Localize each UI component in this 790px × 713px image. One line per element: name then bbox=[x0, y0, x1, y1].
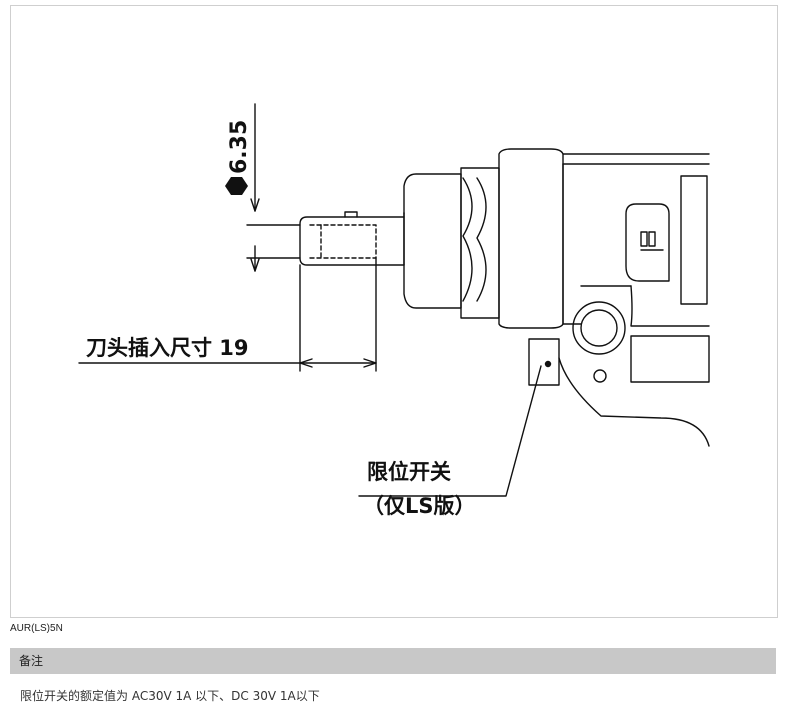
notes-text: 限位开关的额定值为 AC30V 1A 以下、DC 30V 1A以下 bbox=[20, 689, 320, 703]
notes-title: 备注 bbox=[19, 654, 44, 668]
hexagon-icon bbox=[225, 177, 248, 195]
ls-version-label: （仅LS版） bbox=[363, 494, 476, 518]
notes-header: 备注 bbox=[10, 648, 776, 674]
tool-drawing: 6.35 刀头插入尺寸 19 限位开关 （仅LS版） bbox=[78, 103, 710, 518]
motor-housing bbox=[562, 153, 710, 383]
drawing-frame: 6.35 刀头插入尺寸 19 限位开关 （仅LS版） bbox=[10, 5, 778, 618]
switch-leader-line bbox=[358, 365, 542, 497]
bit-shaft bbox=[299, 211, 405, 266]
insert-dimension bbox=[78, 257, 377, 372]
limit-switch-label: 限位开关 bbox=[367, 460, 451, 484]
dimension-label: 6.35 bbox=[227, 120, 252, 174]
model-caption: AUR(LS)5N bbox=[10, 623, 63, 634]
insert-size-label: 刀头插入尺寸 19 bbox=[86, 336, 249, 360]
hex-dimension bbox=[225, 103, 301, 272]
chuck-nut bbox=[403, 148, 564, 329]
handle bbox=[528, 301, 710, 447]
